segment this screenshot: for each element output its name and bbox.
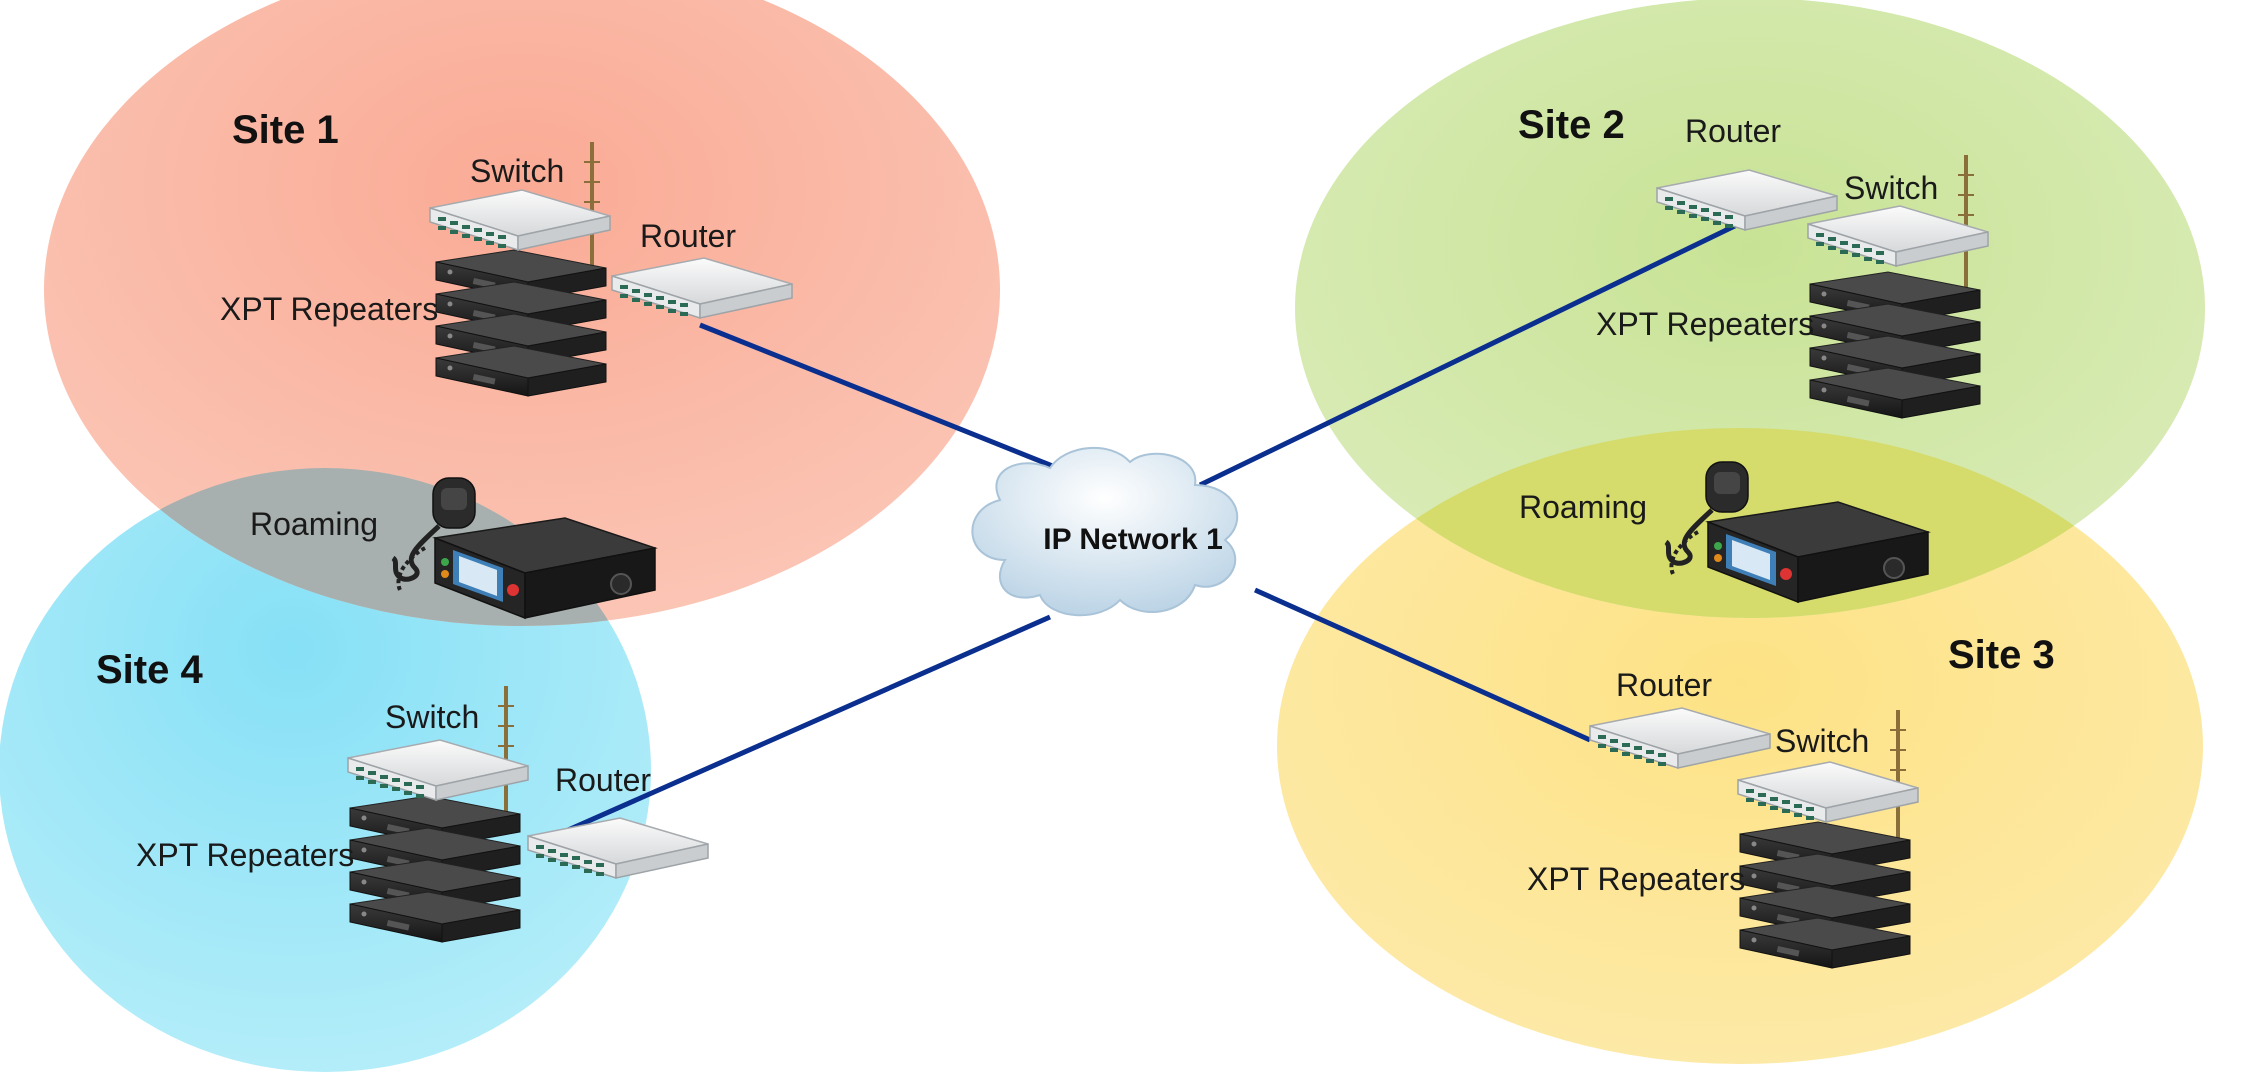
site4-repeaters-label: XPT Repeaters: [136, 837, 354, 873]
site4-router-label: Router: [555, 762, 651, 798]
site2-router-label: Router: [1685, 113, 1781, 149]
site3-switch-label: Switch: [1775, 723, 1869, 759]
site2-coverage: [1295, 0, 2205, 618]
link-site2: [1198, 218, 1747, 488]
site4-repeaters-icon: [350, 796, 520, 942]
site3-title: Site 3: [1948, 633, 2055, 677]
site2-switch-label: Switch: [1844, 170, 1938, 206]
site3-router-label: Router: [1616, 667, 1712, 703]
site3-repeaters-label: XPT Repeaters: [1527, 861, 1745, 897]
site2-title: Site 2: [1518, 103, 1625, 147]
link-site4: [548, 614, 1052, 841]
site2-repeaters-label: XPT Repeaters: [1596, 306, 1814, 342]
site4-switch-label: Switch: [385, 699, 479, 735]
network-links: [548, 218, 1747, 841]
roaming-label-site2-site3: Roaming: [1519, 489, 1647, 525]
site1-repeaters-label: XPT Repeaters: [220, 291, 438, 327]
site2-repeaters-icon: [1810, 272, 1980, 418]
link-site3: [1253, 587, 1592, 743]
network-label: IP Network 1: [1043, 523, 1223, 556]
cloud-icon: [971, 446, 1239, 617]
link-site1: [699, 322, 1076, 478]
roaming-label-site1-site4: Roaming: [250, 506, 378, 542]
site1-repeaters-icon: [436, 250, 606, 396]
site4-title: Site 4: [96, 648, 203, 692]
site1-switch-label: Switch: [470, 153, 564, 189]
site3-repeaters-icon: [1740, 822, 1910, 968]
site1-title: Site 1: [232, 108, 339, 152]
site1-router-label: Router: [640, 218, 736, 254]
